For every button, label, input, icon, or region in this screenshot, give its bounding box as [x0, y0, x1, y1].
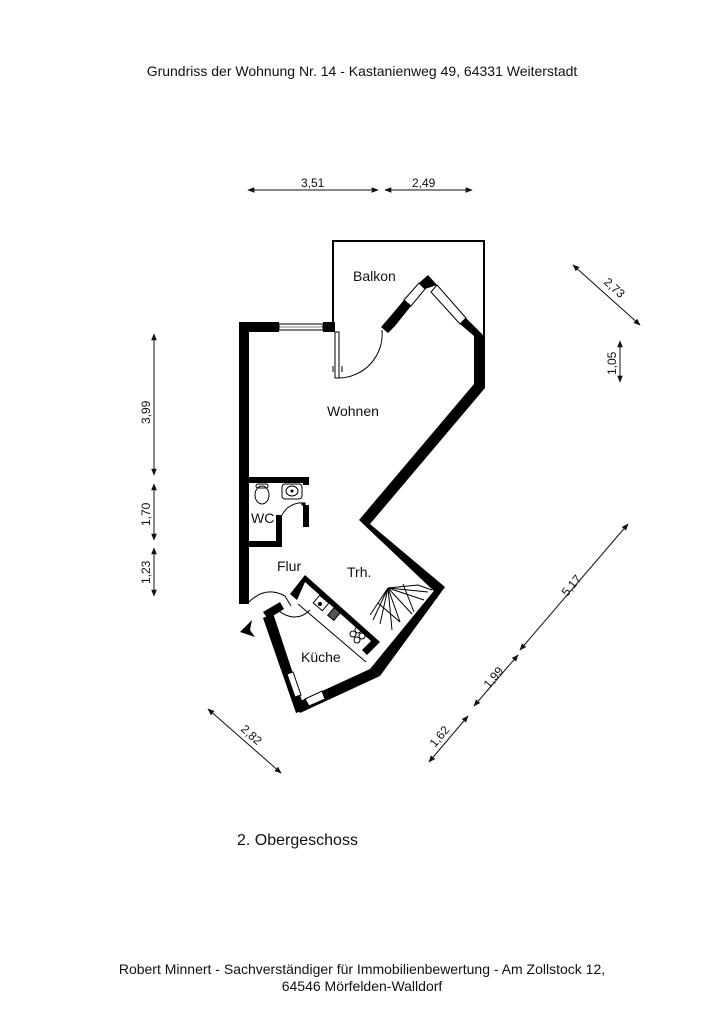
- balcony-outline: [332, 240, 485, 336]
- room-label-wohnen: Wohnen: [327, 403, 379, 419]
- dim-label: 2,73: [601, 275, 628, 301]
- balcony-door: [332, 329, 383, 379]
- room-label-wc: WC: [251, 510, 274, 526]
- room-label-balkon: Balkon: [353, 268, 396, 284]
- dim-label: 2,82: [238, 722, 265, 748]
- staircase: [369, 583, 433, 631]
- dim-label: 5,17: [559, 572, 585, 599]
- footer-line-2: 64546 Mörfelden-Walldorf: [281, 978, 443, 994]
- dim-label: 2,49: [412, 176, 436, 190]
- floor-label: 2. Obergeschoss: [237, 832, 358, 849]
- dim-label: 3,99: [139, 400, 153, 424]
- kitchen-counter: [297, 594, 367, 663]
- dim-label: 1,99: [481, 664, 507, 691]
- interior-walls: [247, 477, 380, 655]
- entrance-arrow-icon: [240, 620, 255, 637]
- footer-line-1: Robert Minnert - Sachverständiger für Im…: [118, 961, 606, 977]
- dimension-lines: [151, 187, 641, 774]
- room-label-flur: Flur: [277, 558, 301, 574]
- dim-label: 1,70: [139, 502, 153, 526]
- page-title: Grundriss der Wohnung Nr. 14 - Kastanien…: [146, 63, 578, 79]
- dim-label: 3,51: [301, 176, 325, 190]
- wc-fixtures: [254, 483, 306, 516]
- room-label-kueche: Küche: [301, 649, 341, 665]
- dim-label: 1,23: [139, 560, 153, 584]
- exterior-walls: [239, 275, 485, 713]
- room-label-treppenhaus: Trh.: [347, 564, 371, 580]
- dim-label: 1,05: [605, 351, 619, 375]
- dim-label: 1,62: [427, 723, 453, 750]
